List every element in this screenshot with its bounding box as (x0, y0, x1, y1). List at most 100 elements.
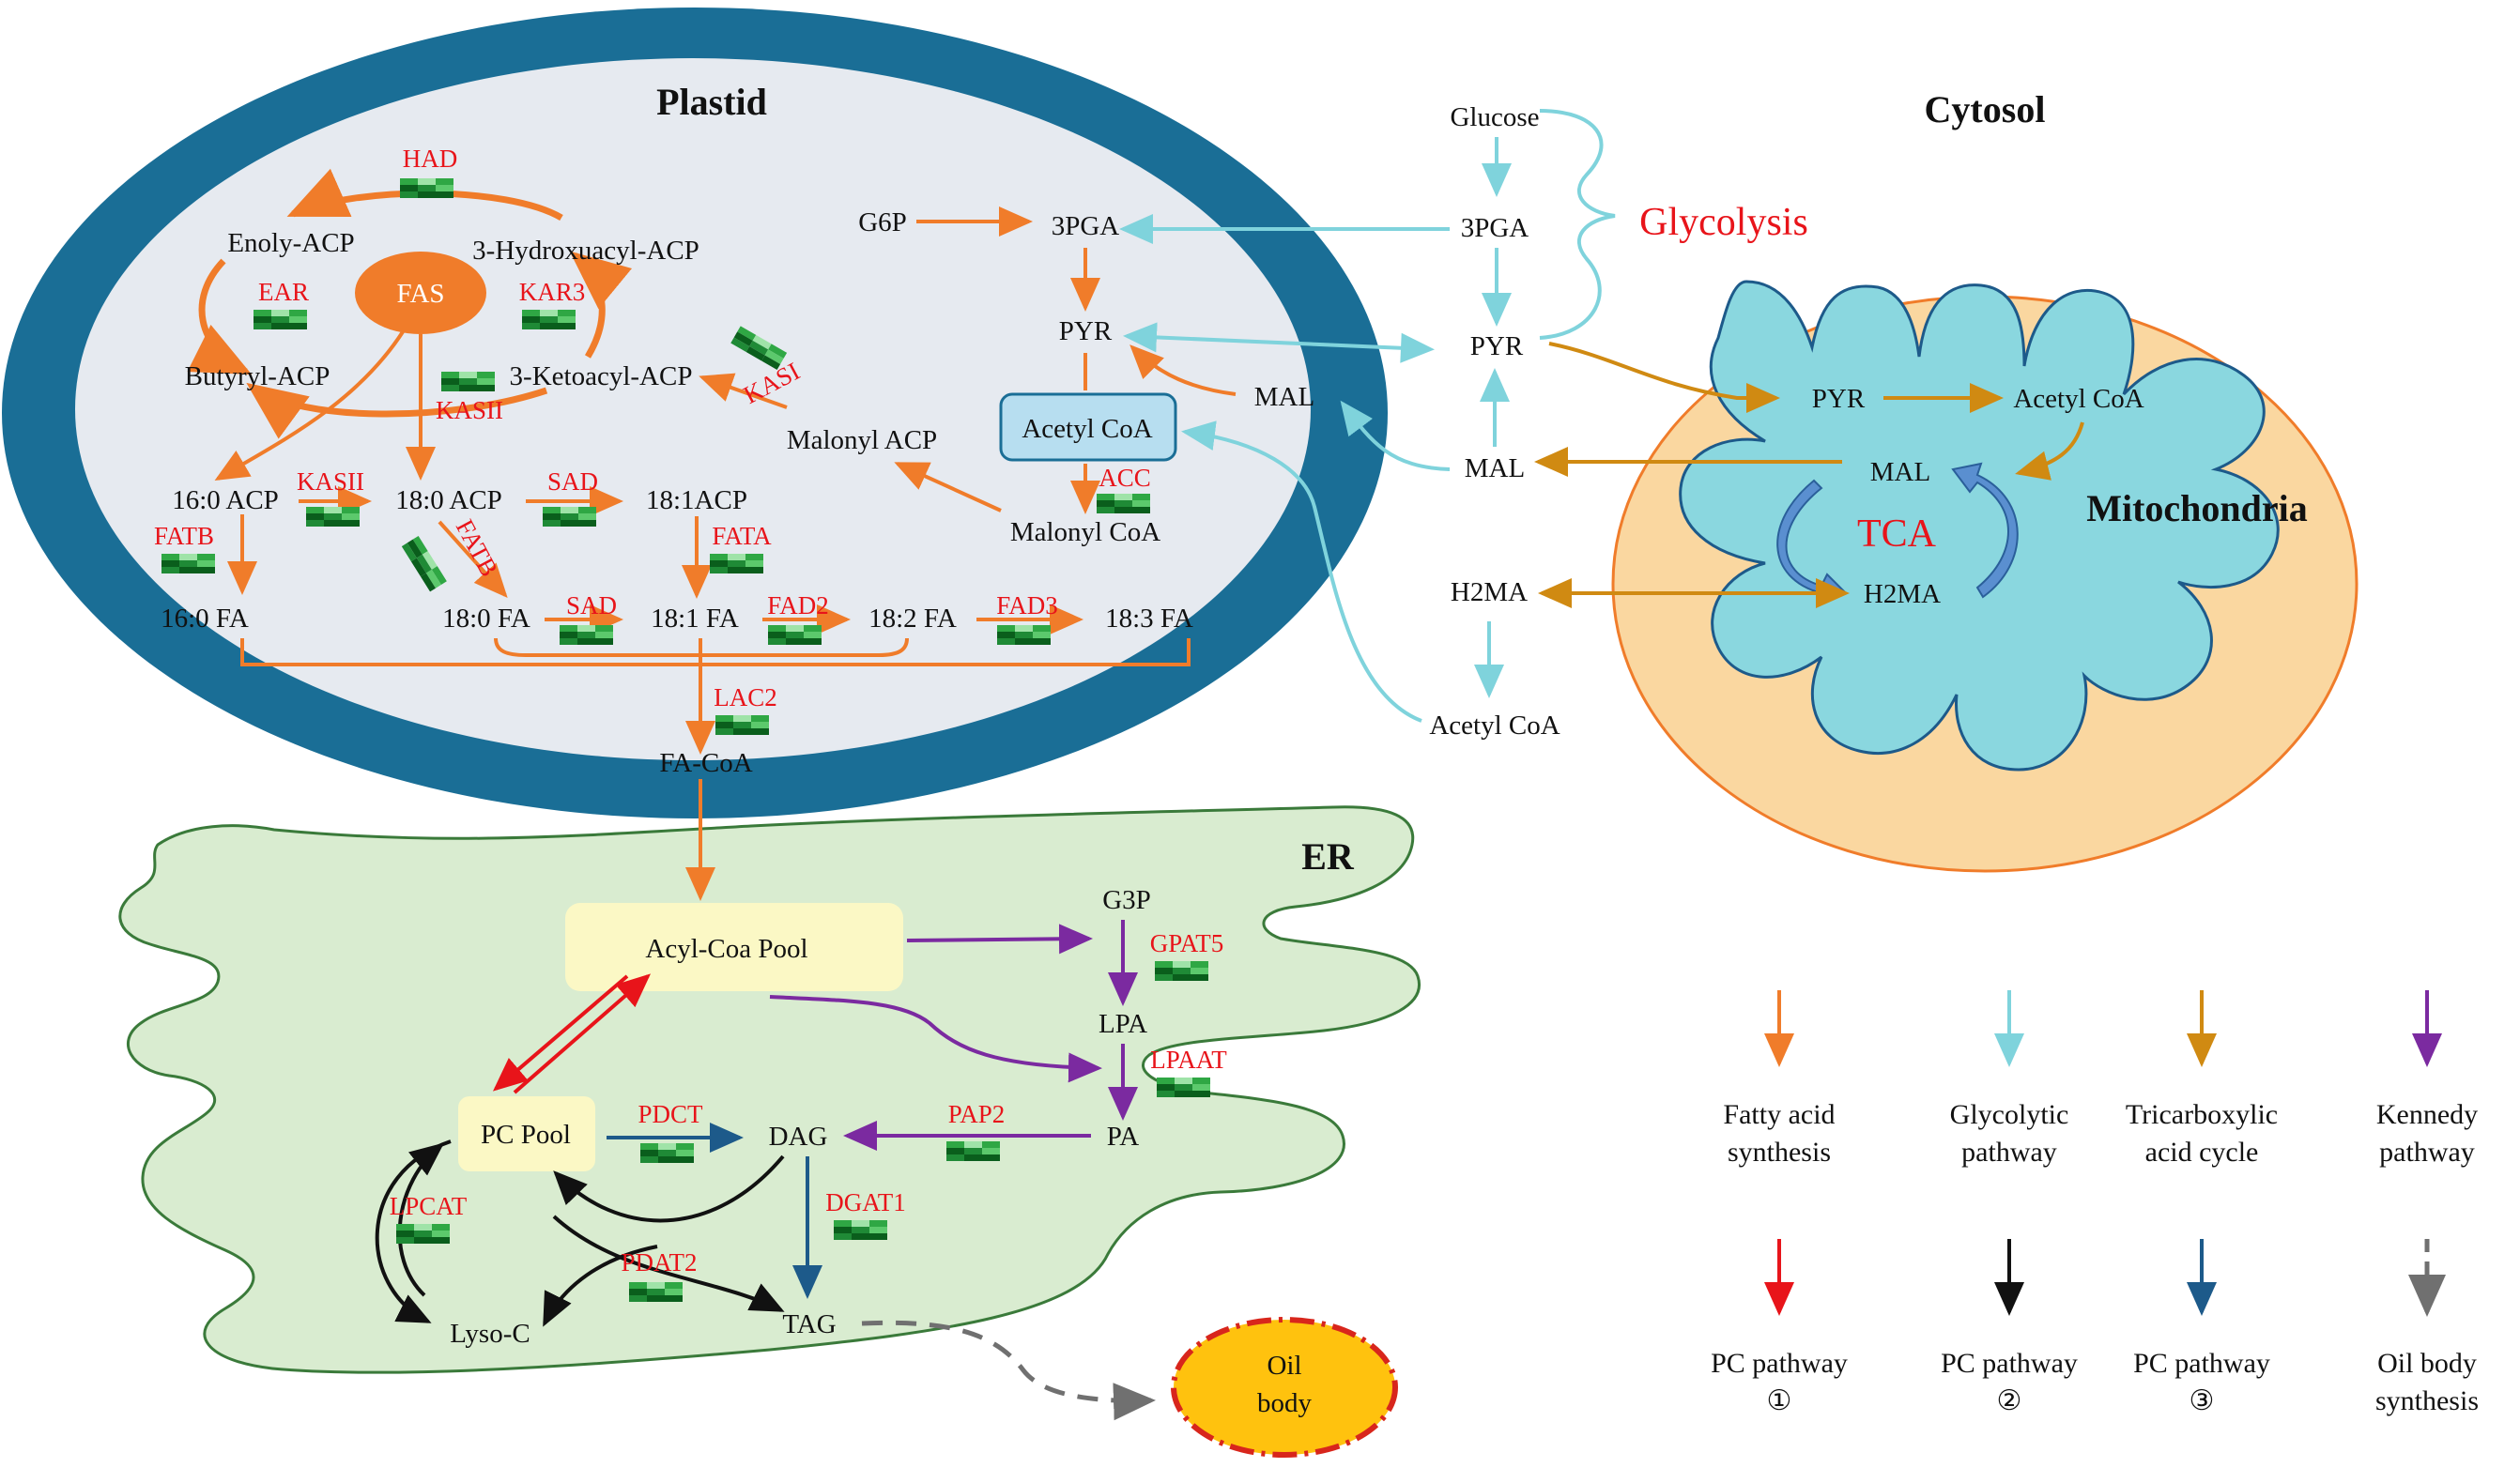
er-tag: TAG (782, 1309, 836, 1339)
cytosol-glucose: Glucose (1450, 102, 1539, 132)
plastid-pyr: PYR (1059, 316, 1113, 346)
enoyl-acp: Enoly-ACP (227, 228, 354, 258)
acetyl-coa-box (999, 392, 1177, 462)
arrow-pdat2-to-lysoc (543, 1245, 658, 1327)
malonyl-acp: Malonyl ACP (787, 425, 937, 455)
enzyme-pdat2: PDAT2 (621, 1248, 697, 1277)
enzyme-sad-top: SAD (547, 467, 598, 496)
pc-pool-box (458, 1096, 595, 1171)
legend-label-3-line1: Kennedy (2376, 1099, 2478, 1130)
malonyl-coa: Malonyl CoA (1010, 517, 1160, 547)
mitochondria-title: Mitochondria (2086, 487, 2308, 529)
enzyme-fad3: FAD3 (996, 591, 1058, 619)
plastid-mal: MAL (1254, 382, 1314, 412)
cytosol-mal: MAL (1465, 453, 1525, 483)
er-lyso-c: Lyso-C (450, 1319, 530, 1349)
cytosol-title: Cytosol (1925, 88, 2046, 130)
enzyme-dgat1: DGAT1 (825, 1188, 906, 1216)
acp-18-0: 18:0 ACP (395, 485, 502, 515)
hydroxyacyl-acp: 3-Hydroxuacyl-ACP (472, 236, 699, 266)
fa-18-0: 18:0 FA (442, 604, 530, 634)
cytosol-3pga: 3PGA (1461, 213, 1529, 243)
oil-body-line2: body (1257, 1388, 1313, 1418)
enzyme-gpat5: GPAT5 (1150, 929, 1224, 957)
heatmap-had (400, 178, 453, 198)
acyl-coa-pool-box (565, 903, 903, 991)
enzyme-pap2: PAP2 (948, 1100, 1006, 1128)
heatmap-dgat1 (834, 1220, 887, 1240)
legend-label-0-line2: synthesis (1728, 1137, 1831, 1168)
arrow-acylcoa-to-g3p (906, 924, 1093, 955)
fa-coa: FA-CoA (659, 748, 752, 778)
heatmap-kasii-left (306, 507, 360, 527)
cytosol-acetyl-coa: Acetyl CoA (1429, 711, 1560, 741)
acyl-coa-pool: Acyl-Coa Pool (645, 934, 807, 964)
legend-label-5-line1: PC pathway (1941, 1348, 2078, 1379)
enzyme-kar3: KAR3 (519, 278, 586, 306)
legend-label-5-line2: ② (1997, 1385, 2022, 1416)
arrow-pyr-exchange (1123, 322, 1435, 363)
heatmap-ear (254, 310, 307, 329)
arrow-acylcoa-to-pcpool (492, 974, 629, 1092)
fa-18-1: 18:1 FA (651, 604, 739, 634)
heatmap-gpat5 (1155, 961, 1208, 981)
heatmap-pdct (640, 1143, 694, 1163)
arrow-180acp-to-180fa (438, 520, 508, 598)
heatmap-sad-top (543, 507, 596, 527)
arrow-fas-to-160acp (214, 329, 406, 482)
heatmap-acc (1097, 494, 1150, 513)
tca-label: TCA (1857, 512, 1937, 556)
enzyme-sad-bottom: SAD (566, 591, 617, 619)
enzyme-kasii-left: KASII (297, 467, 364, 496)
enzyme-lpaat: LPAAT (1150, 1046, 1227, 1074)
ketoacyl-acp: 3-Ketoacyl-ACP (510, 361, 693, 391)
legend-label-1-line2: pathway (1961, 1137, 2057, 1168)
glycolysis-label: Glycolysis (1639, 201, 1808, 244)
plastid (2, 8, 1388, 818)
enzyme-acc: ACC (1099, 464, 1151, 492)
legend: Fatty acidsynthesisGlycolyticpathwayTric… (1711, 990, 2479, 1416)
arrow-cytpyr-to-mitopyr (1548, 342, 1780, 413)
plastid-acetyl-coa: Acetyl CoA (1022, 414, 1152, 444)
acp-16-0: 16:0 ACP (172, 485, 279, 515)
g6p: G6P (858, 207, 907, 237)
heatmap-pdat2 (629, 1282, 683, 1302)
arrow-tag-to-oilbody (861, 1320, 1156, 1421)
heatmap-fad3 (997, 625, 1051, 645)
enzyme-kasii-top: KASII (436, 396, 503, 424)
mito-pyr: PYR (1812, 384, 1866, 414)
enzyme-pdct: PDCT (638, 1100, 703, 1128)
fas-label: FAS (396, 279, 444, 309)
arrow-cytmal-to-plastidmal (1340, 400, 1451, 471)
legend-label-1-line1: Glycolytic (1950, 1099, 2069, 1130)
arrow-malonylcoa-to-malonylacp (894, 462, 1002, 512)
legend-label-2-line2: acid cycle (2145, 1137, 2259, 1168)
enzyme-had: HAD (403, 145, 458, 173)
legend-label-7-line2: synthesis (2375, 1385, 2479, 1416)
plastid-title: Plastid (656, 81, 767, 123)
er-g3p: G3P (1102, 885, 1151, 915)
enzyme-fata: FATA (712, 522, 772, 550)
arrow-malonylacp-to-ketoacyl (699, 373, 788, 409)
er-title: ER (1301, 835, 1355, 878)
heatmap-fad2 (768, 625, 822, 645)
pc-pool: PC Pool (481, 1120, 571, 1150)
fa-18-2: 18:2 FA (868, 604, 957, 634)
er-pa: PA (1107, 1122, 1139, 1152)
heatmap-lpaat (1157, 1078, 1210, 1097)
arrow-cytacetylcoa-to-plastid (1181, 420, 1422, 723)
arrow-acylcoa-to-pa (769, 995, 1102, 1083)
er-lpa: LPA (1099, 1009, 1147, 1039)
legend-label-6-line1: PC pathway (2133, 1348, 2270, 1379)
cytosol-h2ma: H2MA (1451, 577, 1528, 607)
mito-mal: MAL (1870, 457, 1930, 487)
legend-label-3-line2: pathway (2379, 1137, 2475, 1168)
mito-h2ma: H2MA (1864, 579, 1941, 609)
enzyme-fatb-left: FATB (154, 522, 214, 550)
heatmap-pap2 (946, 1141, 1000, 1161)
glycolysis-brace (1539, 109, 1616, 340)
legend-label-7-line1: Oil body (2377, 1348, 2477, 1379)
legend-label-2-line1: Tricarboxylic (2126, 1099, 2278, 1130)
oil-body-line1: Oil (1267, 1351, 1301, 1381)
